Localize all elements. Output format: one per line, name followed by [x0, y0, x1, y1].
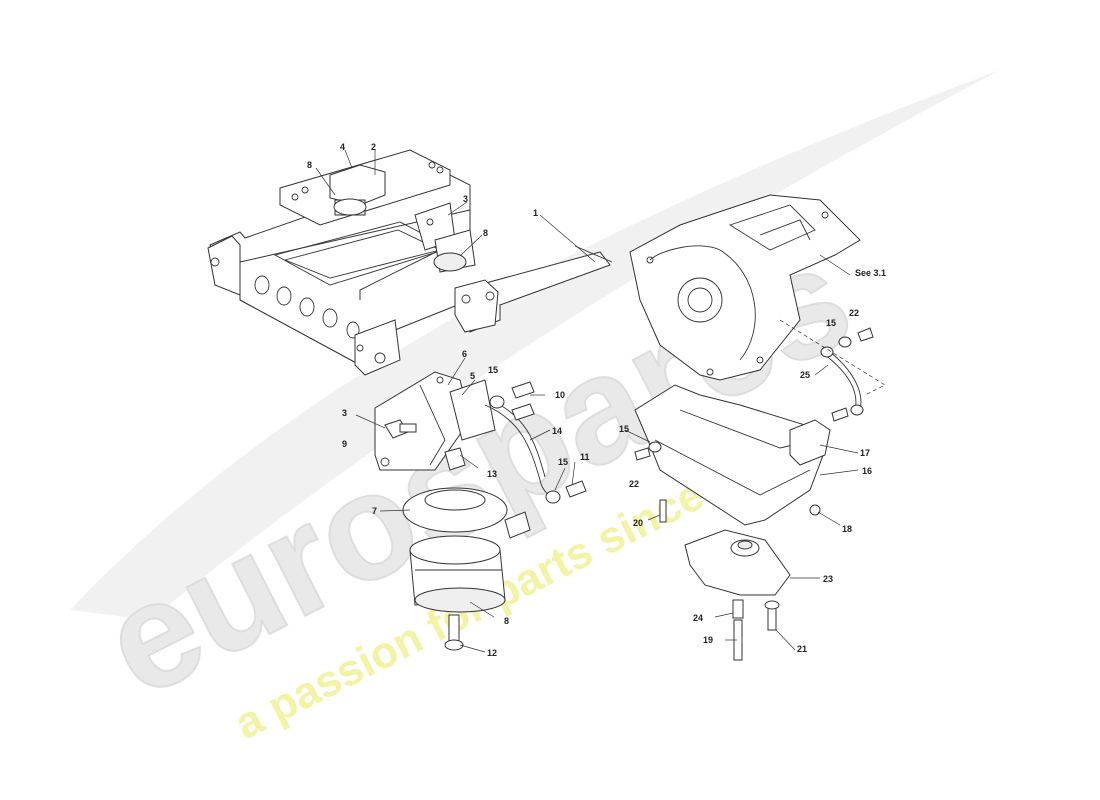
callout-4: 4 — [340, 142, 345, 152]
callout-15-mount: 15 — [488, 365, 498, 375]
gearbox-housing — [629, 194, 861, 381]
callout-16: 16 — [862, 466, 872, 476]
callout-15-crossmember: 15 — [619, 424, 629, 434]
callout-3-lower: 3 — [342, 408, 347, 418]
gearbox-mount-assembly — [634, 319, 886, 661]
callout-6: 6 — [462, 349, 467, 359]
callout-19: 19 — [703, 635, 713, 645]
callout-9: 9 — [342, 439, 347, 449]
callout-23: 23 — [823, 574, 833, 584]
callout-see-3-1: See 3.1 — [855, 268, 886, 278]
callout-15-gearbox: 15 — [826, 318, 836, 328]
watermark-swoosh — [70, 70, 1000, 620]
callout-labels: 1 2 3 3 4 5 6 7 8 8 8 9 10 11 12 13 14 1… — [307, 142, 886, 658]
callout-8-lower: 8 — [504, 616, 509, 626]
callout-3-top: 3 — [463, 194, 468, 204]
callout-2: 2 — [371, 142, 376, 152]
leader-lines — [315, 149, 859, 653]
callout-1: 1 — [533, 208, 538, 218]
callout-10: 10 — [555, 390, 565, 400]
callout-8-top: 8 — [307, 160, 312, 170]
callout-24: 24 — [693, 613, 703, 623]
callout-25: 25 — [800, 370, 810, 380]
callout-7: 7 — [372, 506, 377, 516]
callout-14: 14 — [552, 426, 562, 436]
subframe-assembly — [207, 149, 613, 376]
callout-11: 11 — [580, 452, 590, 462]
callout-22-gearbox: 22 — [849, 308, 859, 318]
callout-5: 5 — [470, 371, 475, 381]
callout-13: 13 — [487, 469, 497, 479]
callout-8-mid: 8 — [483, 228, 488, 238]
callout-15-stay: 15 — [558, 457, 568, 467]
callout-21: 21 — [797, 644, 807, 654]
callout-20: 20 — [633, 518, 643, 528]
callout-18: 18 — [842, 524, 852, 534]
callout-12: 12 — [487, 648, 497, 658]
callout-17: 17 — [860, 448, 870, 458]
engine-mount-assembly — [374, 371, 587, 651]
callout-22-crossmember: 22 — [629, 479, 639, 489]
